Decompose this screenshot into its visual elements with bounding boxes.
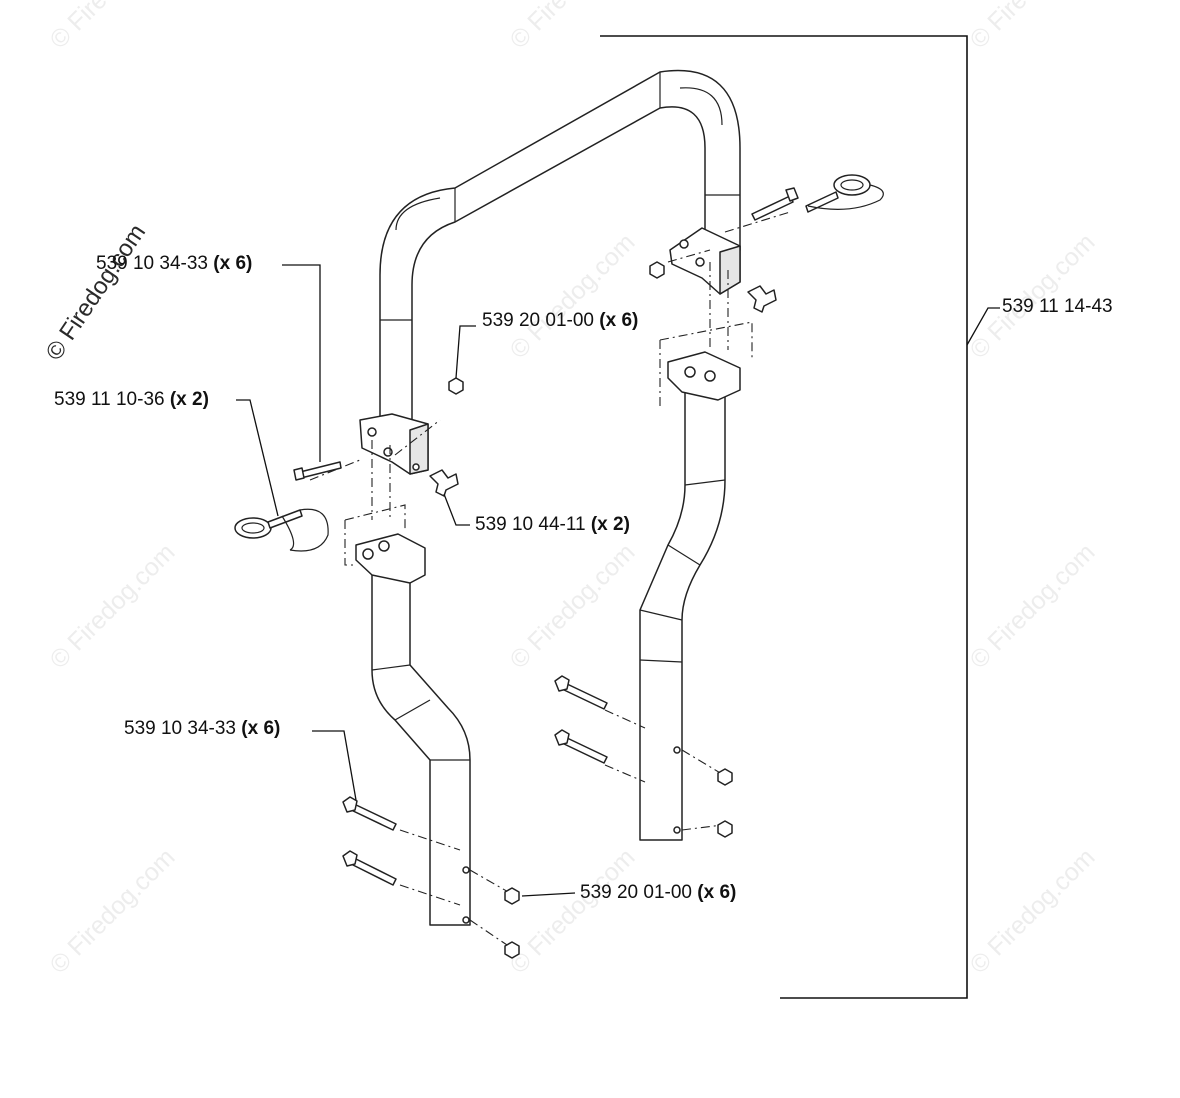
hardware: [234, 174, 884, 959]
leader-pin-upper: [236, 399, 279, 517]
leader-assembly: [966, 307, 1000, 346]
quantity: (x 6): [599, 310, 639, 331]
upper-left-bracket: [359, 413, 429, 475]
assembly-bracket: [600, 35, 968, 999]
bolt: [293, 461, 342, 481]
label-pin-upper: 539 11 10-36 (x 2): [54, 389, 209, 411]
bolt: [342, 796, 397, 831]
bolt: [554, 675, 608, 710]
nut: [717, 768, 733, 786]
watermark-tile: © Firedog.com: [504, 0, 640, 54]
part-number: 539 10 34-33: [96, 253, 208, 274]
bolt: [751, 187, 799, 221]
leader-nut-lower: [521, 892, 576, 897]
label-knob: 539 10 44-11 (x 2): [475, 514, 630, 536]
leader-knob: [443, 493, 470, 526]
hitch-pin: [234, 508, 329, 552]
upper-right-bracket: [669, 227, 741, 295]
nut: [649, 261, 665, 279]
leader-lines: [236, 264, 1000, 897]
quantity: (x 6): [697, 882, 737, 903]
nut: [504, 887, 520, 905]
watermark-tile: © Firedog.com: [44, 843, 180, 979]
quantity: (x 2): [169, 389, 209, 410]
quantity: (x 2): [590, 514, 630, 535]
part-number: 539 20 01-00: [580, 882, 692, 903]
watermark-tile: © Firedog.com: [964, 843, 1100, 979]
lower-left-leg: [355, 533, 471, 926]
nut: [504, 941, 520, 959]
label-bolt-upper: 539 10 34-33 (x 6): [96, 253, 252, 275]
part-number: 539 11 10-36: [54, 389, 165, 410]
watermark-tile: © Firedog.com: [504, 843, 640, 979]
leader-bolt-upper: [282, 264, 321, 462]
knob: [429, 469, 459, 497]
knob: [747, 285, 777, 313]
label-bolt-lower: 539 10 34-33 (x 6): [124, 718, 280, 740]
watermark-tile: © Firedog.com: [964, 0, 1100, 54]
part-number: 539 10 34-33: [124, 718, 236, 739]
watermark-tile: © Firedog.com: [964, 538, 1100, 674]
nut: [717, 820, 733, 838]
leader-bolt-lower: [312, 730, 357, 801]
watermark-main: © Firedog.com: [41, 219, 152, 365]
part-number: 539 11 14-43: [1002, 296, 1113, 317]
hitch-pin: [805, 174, 884, 213]
label-nut-lower: 539 20 01-00 (x 6): [580, 882, 736, 904]
label-assembly: 539 11 14-43: [1002, 296, 1113, 318]
watermark-tile: © Firedog.com: [44, 538, 180, 674]
bolt: [342, 850, 397, 886]
part-number: 539 20 01-00: [482, 310, 594, 331]
bolt: [554, 729, 608, 764]
watermark-tile: © Firedog.com: [504, 228, 640, 364]
lower-right-leg: [639, 351, 741, 841]
watermark-tile: © Firedog.com: [504, 538, 640, 674]
nut: [448, 377, 464, 395]
quantity: (x 6): [213, 253, 253, 274]
watermark-tile: © Firedog.com: [44, 0, 180, 54]
leader-nut-upper: [455, 325, 476, 379]
quantity: (x 6): [241, 718, 281, 739]
part-number: 539 10 44-11: [475, 514, 586, 535]
label-nut-upper: 539 20 01-00 (x 6): [482, 310, 638, 332]
